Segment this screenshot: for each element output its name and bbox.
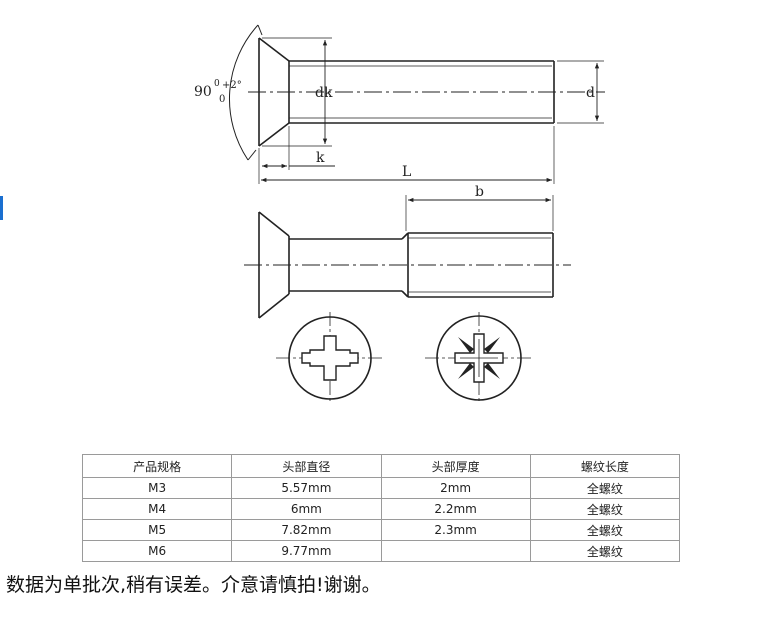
table-cell: M3: [81, 477, 233, 499]
angle-tol-sup: 0: [214, 79, 220, 89]
dim-k-label: k: [316, 150, 325, 166]
dim-L-label: L: [402, 164, 411, 180]
dim-d-label: d: [586, 85, 595, 101]
table-cell: M5: [81, 519, 233, 541]
table-row: M4 6mm 2.2mm 全螺纹: [81, 498, 681, 520]
table-row: M5 7.82mm 2.3mm 全螺纹: [81, 519, 681, 541]
table-cell: 2mm: [380, 477, 531, 499]
table-cell: M6: [81, 540, 233, 562]
phillips-recess-icon: [276, 312, 384, 402]
table-cell: 全螺纹: [529, 519, 681, 541]
col-header-head-diameter: 头部直径: [231, 454, 382, 478]
table-header-row: 产品规格 头部直径 头部厚度 螺纹长度: [81, 454, 681, 478]
angle-arc: [229, 24, 259, 161]
angle-tol-upper: +2°: [222, 80, 242, 91]
table-cell: [380, 540, 531, 562]
table-row: M6 9.77mm 全螺纹: [81, 540, 681, 562]
table-cell: 全螺纹: [529, 477, 681, 499]
left-accent-bar: [0, 196, 3, 220]
col-header-head-thickness: 头部厚度: [380, 454, 531, 478]
disclaimer-note: 数据为单批次,稍有误差。介意请慎拍!谢谢。: [6, 574, 381, 596]
col-header-thread-length: 螺纹长度: [529, 454, 681, 478]
pozidriv-recess-icon: [425, 312, 533, 402]
angle-tol-lower: 0: [219, 94, 225, 105]
top-screw-view: [258, 37, 555, 147]
screw-technical-drawing: 90 +2° 0 0 dk d k L b: [194, 24, 605, 402]
spec-table: 产品规格 头部直径 头部厚度 螺纹长度 M3 5.57mm 2mm 全螺纹 M4…: [81, 454, 681, 562]
col-header-spec: 产品规格: [81, 454, 233, 478]
table-cell: 7.82mm: [231, 519, 382, 541]
dim-dk-label: dk: [315, 85, 333, 101]
table-cell: 6mm: [231, 498, 382, 520]
dim-b-label: b: [475, 184, 484, 200]
table-cell: 5.57mm: [231, 477, 382, 499]
table-cell: 9.77mm: [231, 540, 382, 562]
table-cell: 2.3mm: [380, 519, 531, 541]
table-cell: 全螺纹: [529, 540, 681, 562]
table-row: M3 5.57mm 2mm 全螺纹: [81, 477, 681, 499]
table-cell: 全螺纹: [529, 498, 681, 520]
table-cell: 2.2mm: [380, 498, 531, 520]
angle-label: 90: [194, 84, 212, 100]
table-cell: M4: [81, 498, 233, 520]
